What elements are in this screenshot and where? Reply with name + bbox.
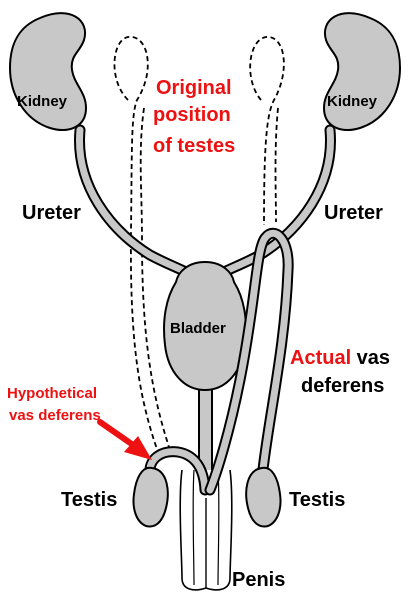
label-testis-left: Testis [61,489,117,511]
label-actual-highlight: Actual [290,347,351,369]
bladder-shape [163,260,247,392]
kidney-right-shape [322,12,402,131]
label-ureter-right: Ureter [324,202,383,224]
label-kidney-left: Kidney [17,93,68,110]
label-actual-deferens: deferens [301,375,384,397]
label-kidney-right: Kidney [327,93,378,110]
original-testis-right-dashed [249,36,285,226]
label-actual-vas: vas [351,347,390,369]
label-hypothetical-line1: Hypothetical [7,385,97,402]
kidney-left-shape [8,12,88,131]
label-hypothetical-line2: vas deferens [9,407,101,424]
hypothetical-arrow [97,419,152,460]
label-original-line2: position [153,104,231,126]
ureter-left-fill [76,126,190,276]
label-testis-right: Testis [289,489,345,511]
label-bladder: Bladder [170,320,226,337]
testis-right-shape [245,466,282,528]
label-actual-vas-deferens: Actual vas [290,347,390,369]
label-original-line3: of testes [153,135,235,157]
label-ureter-left: Ureter [22,202,81,224]
label-penis: Penis [232,569,285,591]
hypothetical-vas-deferens-dashed [113,36,159,453]
label-original-line1: Original [156,77,232,99]
testis-left-shape [132,466,169,528]
ureter-right-fill [220,126,334,276]
